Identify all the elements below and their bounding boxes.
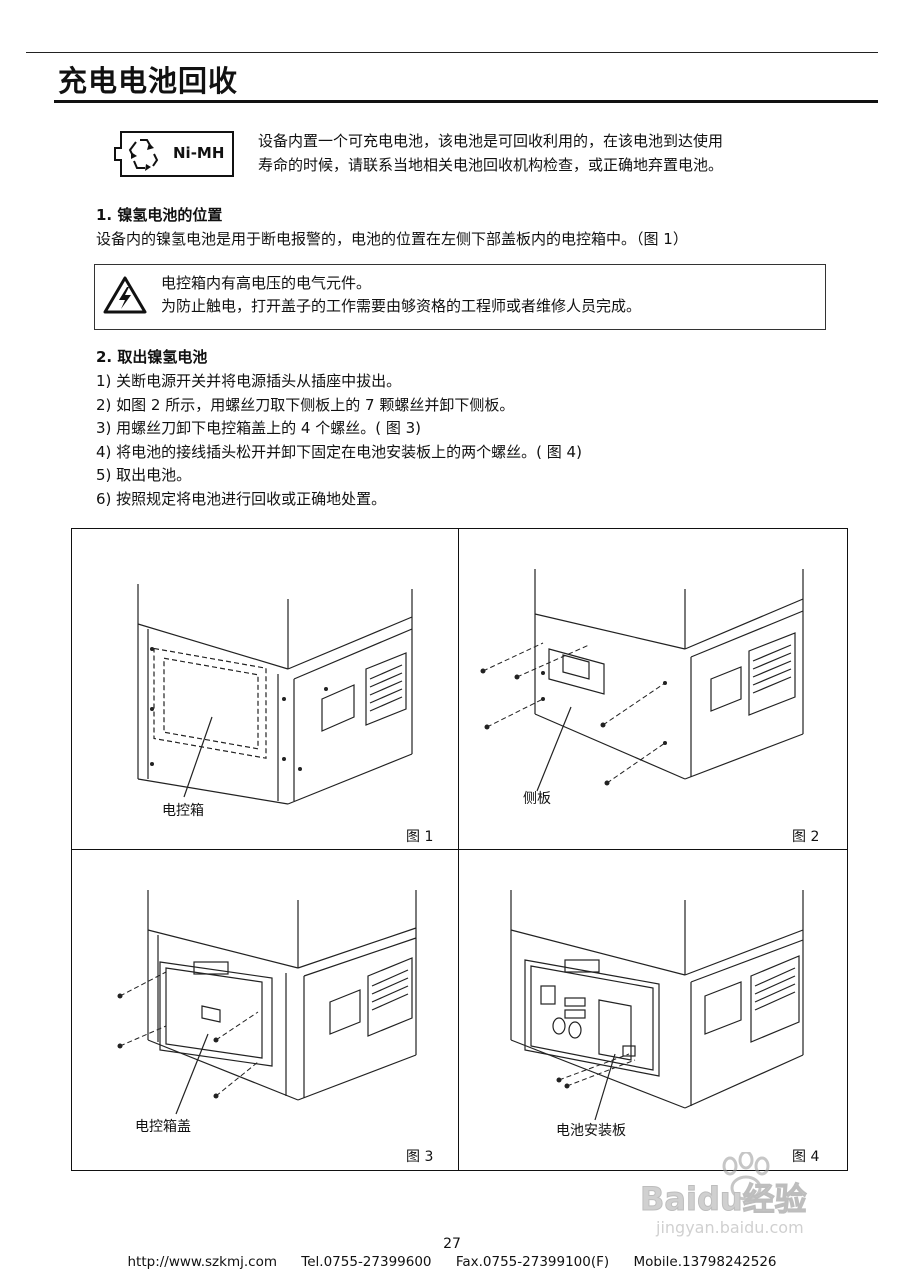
step-2: 2) 如图 2 所示，用螺丝刀取下侧板上的 7 颗螺丝并卸下侧板。 [96,395,515,414]
intro-line-1: 设备内置一个可充电电池，该电池是可回收利用的，在该电池到达使用 [258,132,724,150]
title-rule [54,100,878,103]
footer-url[interactable]: http://www.szkmj.com [127,1254,277,1270]
watermark-text: Baidu经验 [640,1180,808,1219]
step-3: 3) 用螺丝刀卸下电控箱盖上的 4 个螺丝。( 图 3) [96,419,422,437]
section2-heading: 2. 取出镍氢电池 [96,348,208,366]
figure-4-label: 电池安装板 [556,1123,626,1139]
footer-contact: http://www.szkmj.com Tel.0755-27399600 F… [0,1254,904,1270]
figure-4-diagram [510,890,804,1121]
intro-paragraph: 设备内置一个可充电电池，该电池是可回收利用的，在该电池到达使用 寿命的时候，请联… [258,129,858,177]
figure-3-label: 电控箱盖 [135,1119,191,1135]
figure-divider-horizontal [71,849,848,850]
footer-mobile: Mobile.13798242526 [633,1254,777,1270]
page-number: 27 [443,1236,461,1252]
ni-mh-label: Ni-MH [173,144,225,162]
warning-box: 电控箱内有高电压的电气元件。 为防止触电，打开盖子的工作需要由够资格的工程师或者… [94,264,826,330]
paw-icon [722,1152,770,1201]
recycle-ni-mh-badge: Ni-MH [109,126,239,182]
step-5: 5) 取出电池。 [96,466,192,484]
baidu-watermark: Baidu经验 jingyan.baidu.com [640,1152,850,1242]
step-4: 4) 将电池的接线插头松开并卸下固定在电池安装板上的两个螺丝。( 图 4) [96,442,582,461]
warning-line-1: 电控箱内有高电压的电气元件。 [161,274,372,292]
intro-line-2: 寿命的时候，请联系当地相关电池回收机构检查，或正确地弃置电池。 [258,156,724,174]
figure-3-diagram [117,890,417,1115]
figure-1-label: 电控箱 [162,803,204,819]
watermark-sub: jingyan.baidu.com [656,1218,804,1237]
top-rule [26,52,878,53]
figure-1-diagram [137,584,413,805]
footer-fax: Fax.0755-27399100(F) [455,1254,610,1270]
removal-steps-list: 1) 关断电源开关并将电源插头从插座中拔出。 2) 如图 2 所示，用螺丝刀取下… [96,370,582,511]
step-6: 6) 按照规定将电池进行回收或正确地处置。 [96,489,387,508]
step-1: 1) 关断电源开关并将电源插头从插座中拔出。 [96,372,402,390]
warning-line-2: 为防止触电，打开盖子的工作需要由够资格的工程师或者维修人员完成。 [161,297,642,315]
recycle-icon [114,131,234,177]
high-voltage-warning-icon [103,276,147,314]
figure-2-diagram [480,569,804,792]
figure-2-label: 侧板 [523,791,551,807]
figure-1-number: 图 1 [406,829,434,845]
section1-text: 设备内的镍氢电池是用于断电报警的，电池的位置在左侧下部盖板内的电控箱中。（图 1… [96,230,688,248]
section1-heading: 1. 镍氢电池的位置 [96,206,223,224]
page-title: 充电电池回收 [58,64,239,98]
figure-2-number: 图 2 [792,829,820,845]
figure-3-number: 图 3 [406,1149,434,1165]
footer-tel: Tel.0755-27399600 [301,1254,432,1270]
figure-4-number: 图 4 [792,1149,820,1165]
